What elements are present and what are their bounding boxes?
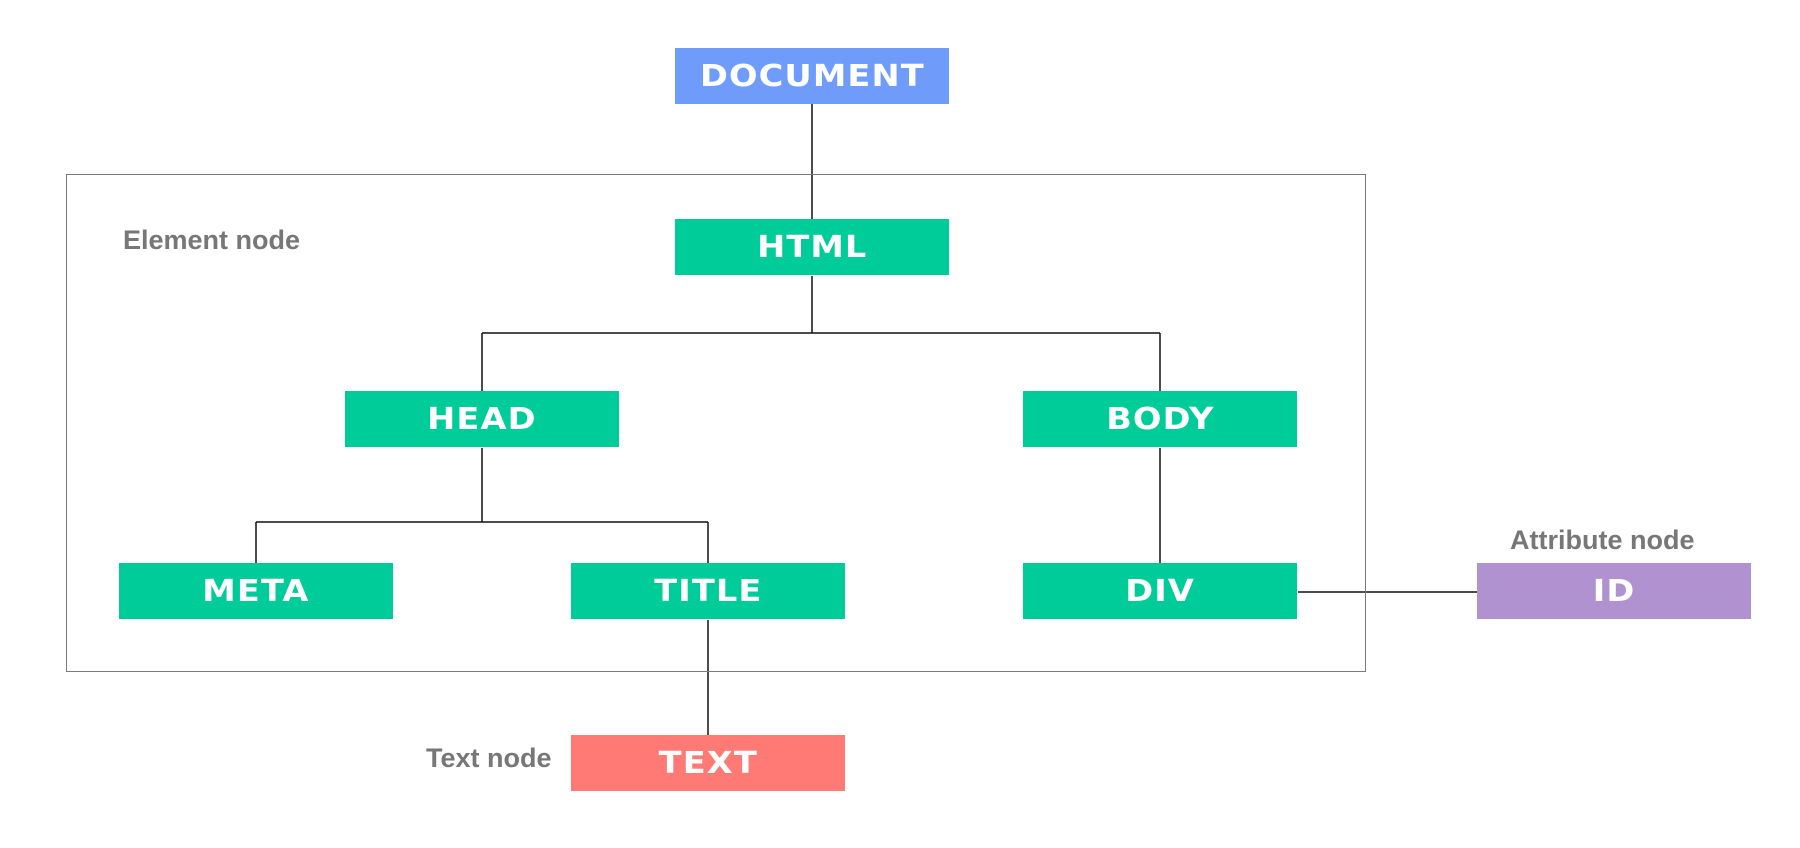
html-node: HTML xyxy=(675,219,949,275)
text-node: TEXT xyxy=(571,735,845,791)
text-node-box-label: TEXT xyxy=(658,745,758,781)
meta-node: META xyxy=(119,563,393,619)
id-attribute-node: ID xyxy=(1477,563,1751,619)
div-node: DIV xyxy=(1023,563,1297,619)
attribute-node-label: Attribute node xyxy=(1510,525,1695,555)
body-node-label: BODY xyxy=(1105,401,1215,437)
id-node-label: ID xyxy=(1592,573,1636,609)
title-node-label: TITLE xyxy=(653,573,763,609)
head-node-label: HEAD xyxy=(427,401,537,437)
element-node-label: Element node xyxy=(123,225,301,255)
document-node: DOCUMENT xyxy=(675,48,949,104)
div-node-label: DIV xyxy=(1125,573,1195,609)
document-node-label: DOCUMENT xyxy=(699,58,925,94)
title-node: TITLE xyxy=(571,563,845,619)
element-node-group-frame xyxy=(66,174,1366,672)
text-node-label: Text node xyxy=(426,743,552,773)
meta-node-label: META xyxy=(202,573,310,609)
body-node: BODY xyxy=(1023,391,1297,447)
html-node-label: HTML xyxy=(756,229,868,265)
head-node: HEAD xyxy=(345,391,619,447)
